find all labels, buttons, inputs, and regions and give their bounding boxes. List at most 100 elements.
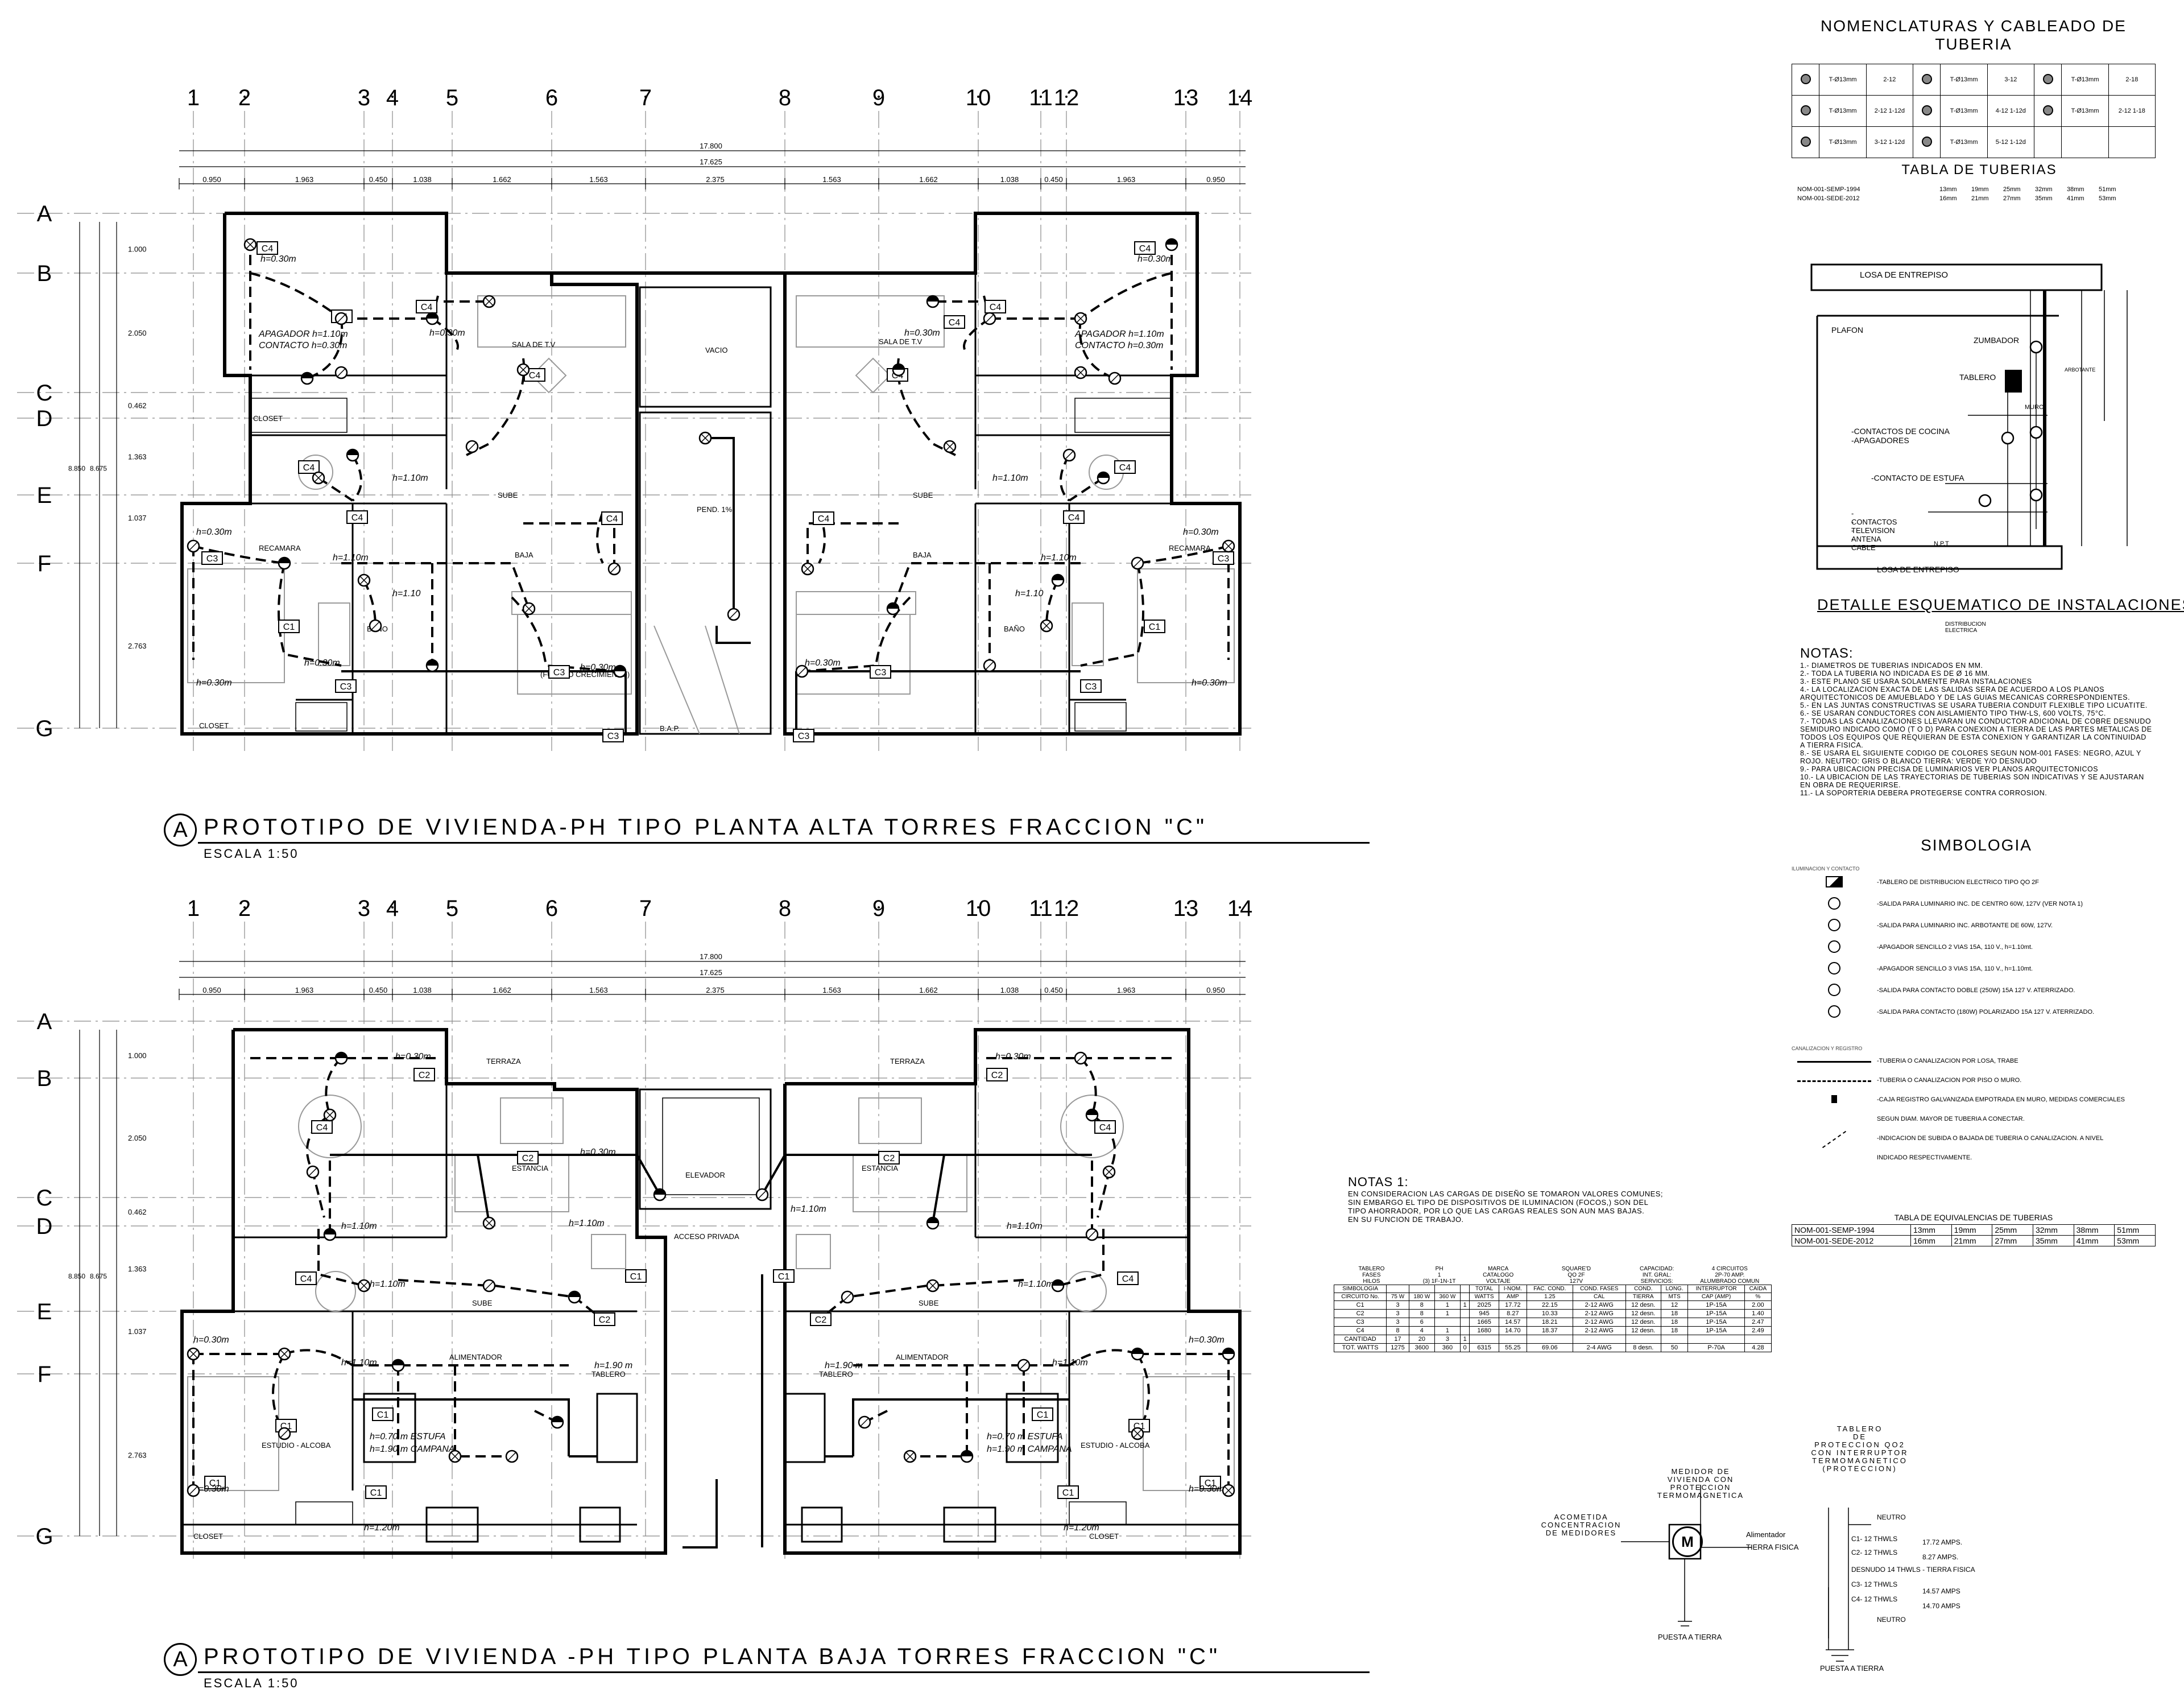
symbology-items-lighting: -TABLERO DE DISTRIBUCION ELECTRICO TIPO … (1792, 872, 2161, 1023)
luminario-centro-icon (1792, 897, 1877, 911)
switch-icon (1074, 1051, 1087, 1065)
svg-text:C4: C4 (1119, 463, 1131, 473)
row-dimension: 1.363 (128, 453, 147, 461)
room-label: ESTUDIO - ALCOBA (262, 1441, 331, 1450)
label-line: MEDIDOR DE (1671, 1467, 1730, 1476)
switch-icon (795, 664, 809, 678)
luminaire-icon (516, 363, 530, 377)
height-annotation: h=1.20m (364, 1523, 400, 1533)
room-label: PEND. 1% (697, 505, 733, 514)
circuit-tag: C4 (1134, 241, 1156, 255)
circuit-tag: C4 (1117, 1271, 1139, 1285)
height-annotation: h=0.30m (260, 254, 296, 264)
svg-text:C3: C3 (1085, 682, 1097, 692)
side-dimension: 8.850 (68, 1273, 85, 1281)
height-annotation: h=1.10m (1041, 553, 1077, 563)
outlet-icon (300, 371, 314, 385)
row-axis-label: D (36, 406, 53, 431)
row-dimension: 0.462 (128, 402, 147, 410)
circuit-tag: C4 (1094, 1120, 1116, 1134)
column-dimension: 1.963 (1117, 986, 1136, 994)
caja-registro-icon (1792, 1095, 1877, 1105)
bottom-plan-walls (180, 1028, 1242, 1555)
switch-icon (983, 659, 996, 672)
detail-subtitle: DISTRIBUCION ELECTRICA (1945, 621, 1986, 634)
luminaire-icon (482, 1216, 496, 1230)
plan-scale: ESCALA 1:50 (204, 847, 299, 861)
luminaire-icon (1222, 539, 1235, 553)
luminaire-icon (1131, 1427, 1144, 1440)
svg-text:C4: C4 (818, 514, 830, 524)
room-label: TABLERO (819, 1370, 853, 1378)
svg-text:C4: C4 (351, 513, 363, 523)
room-label: RECAMARA (1169, 544, 1211, 552)
equivalence-title: TABLA DE EQUIVALENCIAS DE TUBERIAS (1894, 1213, 2053, 1222)
column-dimension: 2.375 (706, 986, 725, 994)
height-annotation: h=1.90 m (825, 1361, 863, 1370)
symbology-item: -TUBERIA O CANALIZACION POR PISO O MURO. (1792, 1071, 2161, 1090)
height-annotation: h=1.10m (569, 1219, 605, 1228)
row-dimension: 1.000 (128, 1051, 147, 1060)
height-annotation: h=1.90 m CAMPANA (987, 1444, 1072, 1454)
circuit-tag: C3 (201, 551, 223, 565)
height-annotation: h=1.10m (370, 1279, 406, 1289)
outlet-icon (1222, 1347, 1235, 1361)
svg-text:C1: C1 (1062, 1488, 1074, 1498)
row-dimension: 2.763 (128, 642, 147, 650)
detail-muro: MURO (2025, 404, 2044, 411)
c3-label: C3- 12 THWLS (1851, 1580, 1898, 1588)
svg-text:C4: C4 (262, 244, 274, 254)
c2-amps: 8.27 AMPS. (1922, 1553, 1959, 1561)
circuit-tag: C4 (416, 300, 437, 313)
row-dimension: 1.037 (128, 1327, 147, 1336)
room-label: SUBE (919, 1299, 939, 1307)
circuit-tag: C2 (986, 1068, 1008, 1081)
outlet-icon (425, 659, 439, 672)
height-annotation: CONTACTO h=0.30m (1075, 341, 1163, 350)
tablero-icon (1792, 876, 1877, 889)
room-label: TERRAZA (890, 1057, 925, 1066)
luminaire-icon (926, 1279, 940, 1293)
outlet-icon (926, 1216, 940, 1230)
label-line: CON INTERRUPTOR (1811, 1448, 1909, 1457)
circuit-tag: C4 (601, 511, 623, 525)
switch-icon (841, 1290, 854, 1304)
svg-text:C4: C4 (1139, 244, 1151, 254)
notes1-title: NOTAS 1: (1348, 1175, 1409, 1189)
conduit-size: T-Ø13mm (1940, 95, 1988, 127)
circuit-tag: C1 (372, 1407, 394, 1421)
bottom-plan-axes: 1234567891011121314ABCDEFG17.80017.6250.… (17, 896, 1252, 1559)
svg-text:C1: C1 (1205, 1479, 1217, 1488)
switch-icon (306, 1165, 320, 1179)
switch-icon (727, 608, 741, 621)
plan-scale: ESCALA 1:50 (204, 1676, 299, 1690)
grounding-label: PUESTA A TIERRA (1658, 1633, 1722, 1641)
row-dimension: 1.363 (128, 1265, 147, 1273)
detail-plafon: PLAFON (1831, 325, 1864, 335)
detail-contactos: -CONTACTOS (1851, 509, 1897, 526)
svg-text:C1: C1 (1149, 622, 1161, 632)
circuit-tag: C4 (298, 460, 320, 474)
circuit-tag: C4 (944, 315, 965, 329)
detail-losa-top: LOSA DE ENTREPISO (1860, 270, 1949, 280)
svg-text:C3: C3 (206, 554, 218, 564)
symbology-block: SIMBOLOGIA ILUMINACION Y CONTACTO -TABLE… (1792, 836, 2161, 1167)
height-annotation: h=1.90 m (594, 1361, 632, 1370)
luminaire-icon (1040, 619, 1053, 633)
symbology-text: -APAGADOR SENCILLO 3 VIAS 15A, 110 V., h… (1877, 965, 2033, 972)
height-annotation: h=0.70 m ESTUFA (370, 1432, 446, 1442)
svg-text:C4: C4 (990, 303, 1002, 312)
height-annotation: h=1.10m (333, 553, 369, 563)
conduit-size (2061, 126, 2109, 158)
height-annotation: h=0.30m (904, 328, 940, 338)
note-line: 10.- LA UBICACION DE LAS TRAYECTORIAS DE… (1800, 773, 2144, 789)
arbotante-icon (1792, 918, 1877, 933)
room-label: CLOSET (253, 414, 283, 423)
conduit-size: T-Ø13mm (2061, 64, 2109, 96)
notes-lines: 1.- DIAMETROS DE TUBERIAS INDICADOS EN M… (1800, 662, 2153, 797)
row-axis-label: B (37, 1066, 52, 1091)
